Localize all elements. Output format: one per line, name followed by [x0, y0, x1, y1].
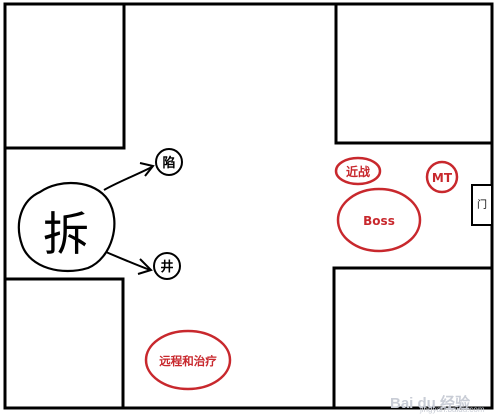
melee-marker: [334, 156, 382, 186]
trap-marker: [155, 148, 183, 176]
well-label: 井: [160, 259, 173, 275]
baidu-watermark-url: jingyan.baidu.com: [420, 405, 485, 414]
boss-marker: [336, 187, 422, 253]
block-bottom-right: [332, 266, 494, 410]
ranged-heal-marker: [144, 329, 232, 391]
arrow-to-well: [105, 251, 151, 271]
melee-label: 近战: [346, 164, 370, 179]
main-tank-label: MT: [432, 171, 453, 185]
arrow-to-well-head: [137, 258, 153, 275]
demolish-label: 拆: [43, 207, 89, 261]
well-marker: [153, 252, 181, 280]
ranged-heal-label: 远程和治疗: [159, 354, 217, 368]
demolish-circle: [17, 181, 116, 273]
baidu-watermark: Bai du 经验: [390, 395, 471, 412]
block-bottom-left: [3, 277, 125, 410]
block-top-left: [3, 2, 126, 150]
door-box: [471, 184, 493, 226]
block-top-right: [334, 2, 494, 145]
main-tank-marker: [425, 160, 459, 194]
arrow-to-trap: [103, 166, 153, 191]
arrow-to-trap-head: [139, 162, 155, 177]
outer-wall: [3, 2, 494, 410]
boss-label: Boss: [363, 214, 395, 228]
trap-label: 陷: [162, 155, 175, 171]
door-label: 门: [477, 198, 487, 211]
